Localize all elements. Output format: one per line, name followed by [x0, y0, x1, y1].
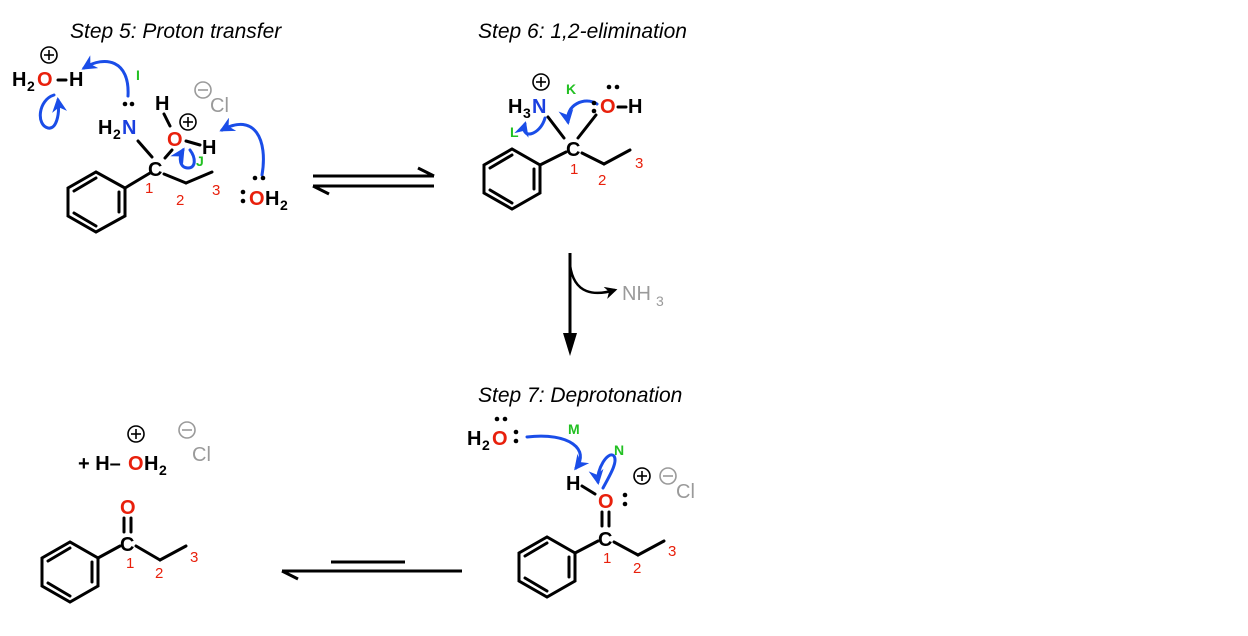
carbon-number: 1: [603, 550, 611, 567]
curly-arrow-l: [514, 116, 547, 138]
atom-o: O: [120, 497, 136, 519]
equilibrium-arrow: [312, 166, 435, 196]
arrow-label-n: N: [614, 442, 624, 458]
atom-c: C: [120, 534, 134, 556]
ammonia-byproduct: NH: [622, 283, 651, 305]
positive-charge-icon: [40, 46, 58, 64]
subscript-2: 2: [280, 197, 288, 213]
benzene-ring: [517, 535, 577, 599]
carbon-number: 2: [598, 172, 606, 189]
carbon-number: 2: [155, 565, 163, 582]
atom-h: H: [202, 137, 216, 159]
carbon-number: 3: [212, 182, 220, 199]
atom-n: N: [532, 96, 546, 118]
arrow-label-l: L: [510, 124, 519, 140]
atom-o: O: [600, 96, 616, 118]
atom-o: O: [128, 453, 144, 475]
step-7-title: Step 7: Deprotonation: [478, 384, 682, 407]
subscript-2: 2: [113, 126, 121, 142]
arrow-label-k: K: [566, 81, 576, 97]
atom-c: C: [566, 139, 580, 161]
arrow-label-j: J: [196, 153, 204, 169]
atom-o: O: [249, 188, 265, 210]
carbon-number: 1: [570, 161, 578, 178]
subscript-3: 3: [523, 105, 531, 121]
ammonia-subscript: 3: [656, 293, 664, 309]
atom-c: C: [598, 529, 612, 551]
curly-arrow-i: [81, 55, 130, 98]
positive-charge-icon: [532, 73, 550, 91]
arrow-label-i: I: [136, 67, 140, 83]
atom-h: H: [566, 473, 580, 495]
benzene-ring: [482, 147, 542, 211]
chloride-ion: Cl: [210, 95, 229, 117]
elimination-arrow: [563, 253, 618, 356]
atom-o: O: [37, 69, 53, 91]
negative-charge-icon: [178, 421, 196, 439]
curly-arrow: [219, 117, 265, 177]
atom-o: O: [492, 428, 508, 450]
carbon-number: 3: [635, 155, 643, 172]
curly-arrow-m: [525, 434, 590, 471]
atom-h: H: [155, 93, 169, 115]
hydronium-left: H 2 O H: [12, 46, 83, 94]
benzene-ring: [40, 540, 100, 604]
atom-c: C: [148, 159, 162, 181]
carbon-number: 1: [145, 180, 153, 197]
carbon-number: 1: [126, 555, 134, 572]
positive-charge-icon: [633, 467, 651, 485]
negative-charge-icon: [659, 467, 677, 485]
curly-arrow-n: [588, 453, 617, 490]
equilibrium-arrow: [281, 560, 462, 581]
subscript-2: 2: [482, 437, 490, 453]
atom-o: O: [598, 491, 614, 513]
atom-h: H: [12, 69, 26, 91]
step-5-title: Step 5: Proton transfer: [70, 20, 282, 43]
step-7-panel: Step 7: Deprotonation H 2 O M N H O Cl C…: [467, 384, 695, 599]
carbon-number: 2: [633, 560, 641, 577]
step-5-panel: Step 5: Proton transfer H 2 O H I H 2 N …: [12, 20, 288, 234]
arrow-label-m: M: [568, 421, 580, 437]
atom-h: H: [467, 428, 481, 450]
atom-h: H: [69, 69, 83, 91]
subscript-2: 2: [159, 462, 167, 478]
step-6-panel: Step 6: 1,2-elimination H 3 N K L O H C …: [478, 20, 687, 211]
carbon-number: 3: [668, 543, 676, 560]
plus-h: + H–: [78, 453, 121, 475]
atom-h: H: [144, 453, 158, 475]
atom-h: H: [98, 117, 112, 139]
carbon-number: 3: [190, 549, 198, 566]
chloride-ion: Cl: [676, 481, 695, 503]
curly-arrow: [38, 93, 68, 130]
atom-h: H: [628, 96, 642, 118]
step-6-title: Step 6: 1,2-elimination: [478, 20, 687, 43]
atom-h: H: [265, 188, 279, 210]
atom-o: O: [167, 129, 183, 151]
negative-charge-icon: [194, 81, 212, 99]
benzene-ring: [66, 170, 127, 234]
positive-charge-icon: [179, 113, 197, 131]
atom-n: N: [122, 117, 136, 139]
product-panel: + H– O H 2 Cl O C 1 2 3: [40, 421, 211, 604]
chloride-ion: Cl: [192, 444, 211, 466]
curly-arrow-j: [170, 147, 196, 170]
atom-h: H: [508, 96, 522, 118]
positive-charge-icon: [127, 425, 145, 443]
carbon-number: 2: [176, 192, 184, 209]
subscript-2: 2: [27, 78, 35, 94]
